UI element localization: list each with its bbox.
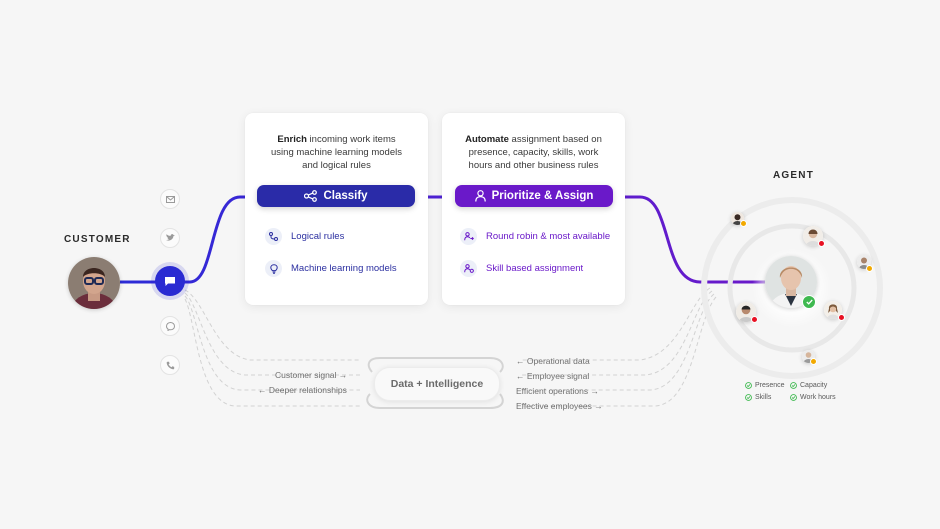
lightbulb-icon <box>265 260 282 277</box>
prioritize-pill[interactable]: Prioritize & Assign <box>455 185 613 207</box>
prioritize-card: Automate assignment based on presence, c… <box>442 113 625 305</box>
check-circle-icon <box>790 394 797 401</box>
check-circle-icon <box>745 394 752 401</box>
check-circle-icon <box>790 382 797 389</box>
prioritize-item-skill-based: Skill based assignment <box>460 260 583 277</box>
agent-avatar <box>765 256 817 308</box>
data-intelligence-pill: Data + Intelligence <box>374 367 500 401</box>
loop-arrows <box>366 357 504 409</box>
share-nodes-icon <box>304 190 318 202</box>
main-flow-line <box>120 195 765 284</box>
phone-icon[interactable] <box>160 355 180 375</box>
prioritize-description: Automate assignment based on presence, c… <box>465 134 602 171</box>
check-circle-icon <box>745 382 752 389</box>
agent-label: AGENT <box>773 170 814 181</box>
customer-label: CUSTOMER <box>64 234 131 245</box>
twitter-icon[interactable] <box>160 228 180 248</box>
signal-customer: Customer signal → <box>275 370 348 380</box>
email-icon[interactable] <box>160 189 180 209</box>
agent-avatar-small <box>824 301 842 319</box>
chat-node[interactable] <box>155 266 185 296</box>
person-icon <box>474 190 486 202</box>
classify-pill[interactable]: Classify <box>257 185 415 207</box>
classify-item-logical-rules: Logical rules <box>265 228 344 245</box>
prioritize-item-round-robin: Round robin & most available <box>460 228 610 245</box>
signal-operational-data: ← Operational data <box>516 356 590 366</box>
customer-avatar <box>68 257 120 309</box>
classify-description: Enrich incoming work items using machine… <box>271 134 402 171</box>
person-arrows-icon <box>460 228 477 245</box>
legend-skills: Skills <box>745 394 771 401</box>
signal-effective-employees: Effective employees → <box>516 401 603 411</box>
logic-icon <box>265 228 282 245</box>
classify-item-ml-models: Machine learning models <box>265 260 397 277</box>
legend-work-hours: Work hours <box>790 394 836 401</box>
person-skill-icon <box>460 260 477 277</box>
signal-efficient-operations: Efficient operations → <box>516 386 600 396</box>
classify-card: Enrich incoming work items using machine… <box>245 113 428 305</box>
legend-capacity: Capacity <box>790 382 827 389</box>
classify-pill-label: Classify <box>323 190 368 202</box>
signal-employee: ← Employee signal <box>516 371 590 381</box>
signal-deeper-relationships: ← Deeper relationships <box>258 385 347 395</box>
legend-presence: Presence <box>745 382 785 389</box>
prioritize-pill-label: Prioritize & Assign <box>491 190 594 202</box>
messenger-icon[interactable] <box>160 316 180 336</box>
available-check-icon <box>802 295 816 309</box>
chat-icon <box>165 276 175 286</box>
feedback-dashed-lines <box>184 287 717 407</box>
